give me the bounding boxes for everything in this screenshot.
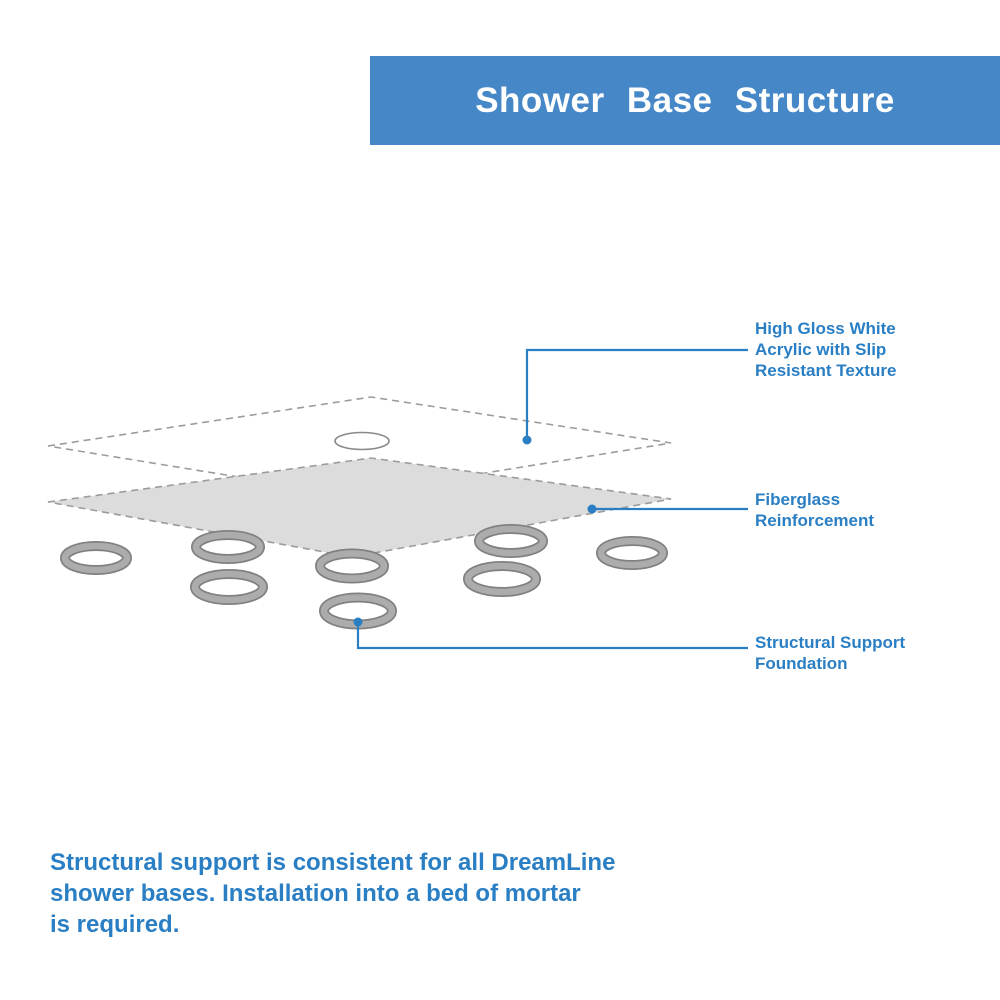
connector-acrylic-dot [522, 435, 532, 445]
connector-foundation-line [356, 624, 748, 650]
callout-foundation-label: Structural Support Foundation [755, 633, 906, 673]
support-ring-1 [60, 541, 132, 575]
callout-acrylic-label: High Gloss White Acrylic with Slip Resis… [755, 319, 897, 380]
support-ring-7 [463, 561, 541, 597]
connector-fiberglass-dot [587, 504, 597, 514]
footer-note: Structural support is consistent for all… [50, 849, 616, 938]
support-ring-face [316, 550, 388, 582]
support-ring-face [191, 570, 267, 604]
callout-fiberglass-label: Fiberglass Reinforcement [755, 490, 875, 530]
support-ring-face [61, 542, 131, 574]
connector-foundation-dot [353, 617, 363, 627]
connector-acrylic-line [525, 348, 748, 437]
support-ring-3 [315, 548, 389, 584]
support-ring-face [475, 525, 547, 557]
page-title: Shower Base Structure [475, 80, 895, 120]
support-ring-6 [190, 569, 268, 605]
support-ring-face [464, 562, 540, 596]
drain-hole [334, 431, 390, 451]
support-ring-2 [191, 530, 265, 564]
title-banner: Shower Base Structure [370, 56, 1000, 145]
support-ring-4 [474, 524, 548, 558]
support-ring-face [192, 531, 264, 563]
fiberglass-layer [47, 457, 672, 558]
support-ring-5 [596, 536, 668, 570]
support-ring-face [597, 537, 667, 569]
